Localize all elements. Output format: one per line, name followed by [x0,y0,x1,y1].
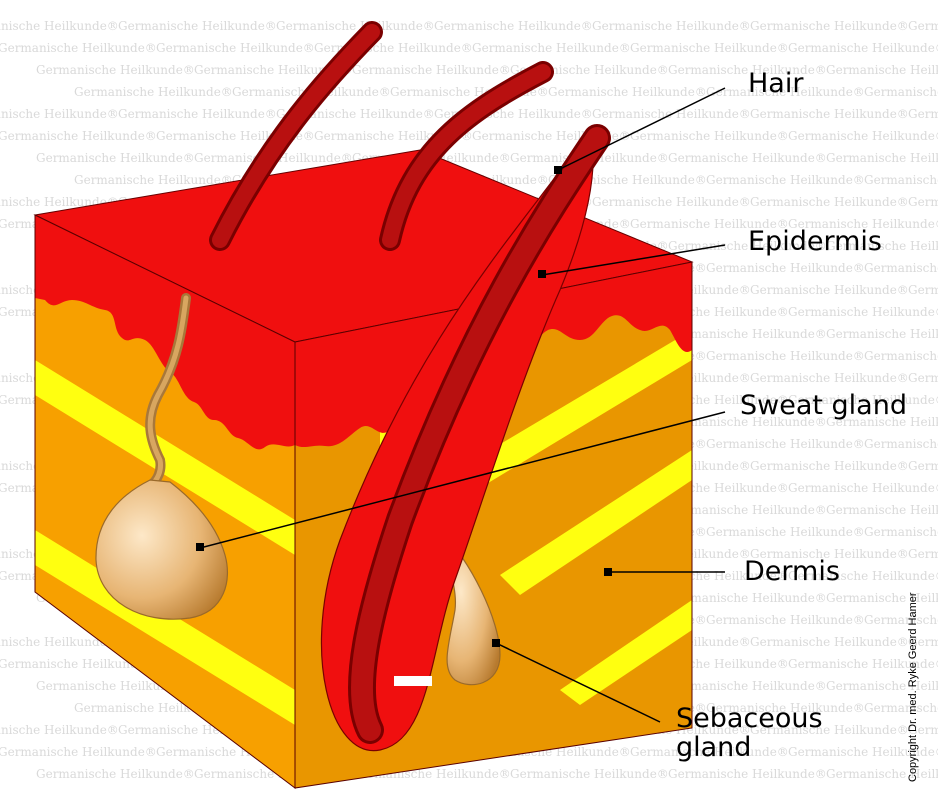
watermark-text: Germanische Heilkunde® [826,679,938,693]
watermark-text: Germanische Heilkunde® [548,85,707,99]
watermark-text: Germanische Heilkunde® [750,635,909,649]
watermark-text: Germanische Heilkunde® [276,19,435,33]
watermark-text: Germanische Heilkunde® [826,503,938,517]
watermark-text: Germanische Heilkunde® [826,767,938,781]
watermark-text: Germanische Heilkunde® [74,85,233,99]
watermark-text: Germanische Heilkunde® [706,613,865,627]
watermark-text: Germanische Heilkunde® [788,41,938,55]
watermark-text: Germanische Heilkunde® [908,195,938,209]
watermark-text: Germanische Heilkunde® [36,151,195,165]
watermark-text: Germanische Heilkunde® [750,371,909,385]
watermark-text: Germanische Heilkunde® [0,129,157,143]
watermark-text: Germanische Heilkunde® [434,19,593,33]
watermark-text: Germanische Heilkunde® [826,151,938,165]
watermark-text: Germanische Heilkunde® [750,283,909,297]
watermark-text: Germanische Heilkunde® [908,547,938,561]
watermark-text: Germanische Heilkunde® [592,19,751,33]
watermark-text: Germanische Heilkunde® [864,173,938,187]
watermark-text: Germanische Heilkunde® [36,63,195,77]
watermark-text: Germanische Heilkunde® [74,173,233,187]
label-sebaceous-line2: gland [676,732,751,763]
watermark-text: Germanische Heilkunde® [668,767,827,781]
watermark-text: Germanische Heilkunde® [0,41,157,55]
watermark-text: Germanische Heilkunde® [864,261,938,275]
watermark-text: Germanische Heilkunde® [908,283,938,297]
watermark-text: Germanische Heilkunde® [706,525,865,539]
watermark-text: Germanische Heilkunde® [826,63,938,77]
watermark-text: Germanische Heilkunde® [788,481,938,495]
watermark-text: Germanische Heilkunde® [118,19,277,33]
label-hair: Hair [748,68,804,99]
watermark-text: Germanische Heilkunde® [864,437,938,451]
watermark-text: Germanische Heilkunde® [908,459,938,473]
watermark-text: Germanische Heilkunde® [36,767,195,781]
label-dermis: Dermis [744,556,840,587]
watermark-text: Germanische Heilkunde® [864,525,938,539]
watermark-text: Germanische Heilkunde® [118,107,277,121]
watermark-text: Germanische Heilkunde® [472,41,631,55]
copyright-text: Copyright Dr. med. Ryke Geerd Hamer [907,592,919,782]
watermark-text: Germanische Heilkunde® [510,767,669,781]
follicle-highlight [394,676,432,686]
watermark-text: Germanische Heilkunde® [156,41,315,55]
watermark-text: Germanische Heilkunde® [788,129,938,143]
watermark-text: Germanische Heilkunde® [750,459,909,473]
watermark-text: Germanische Heilkunde® [826,591,938,605]
watermark-text: Germanische Heilkunde® [750,107,909,121]
watermark-text: Germanische Heilkunde® [864,701,938,715]
watermark-text: Germanische Heilkunde® [864,85,938,99]
label-sebaceous-line1: Sebaceous [676,703,823,734]
watermark-text: Germanische Heilkunde® [630,129,789,143]
watermark-text: Germanische Heilkunde® [788,305,938,319]
watermark-text: Germanische Heilkunde® [0,723,119,737]
watermark-text: Germanische Heilkunde® [706,437,865,451]
watermark-text: Germanische Heilkunde® [592,195,751,209]
watermark-text: Germanische Heilkunde® [826,327,938,341]
watermark-text: Germanische Heilkunde® [908,371,938,385]
watermark-text: Germanische Heilkunde® [668,151,827,165]
label-epidermis: Epidermis [748,226,882,257]
watermark-text: Germanische Heilkunde® [864,613,938,627]
watermark-text: Germanische Heilkunde® [750,195,909,209]
watermark-text: Germanische Heilkunde® [706,173,865,187]
watermark-text: Germanische Heilkunde® [630,41,789,55]
watermark-text: Germanische Heilkunde® [352,63,511,77]
watermark-text: Germanische Heilkunde® [908,107,938,121]
watermark-text: Germanische Heilkunde® [908,19,938,33]
watermark-text: Germanische Heilkunde® [750,19,909,33]
watermark-text: Germanische Heilkunde® [0,745,157,759]
watermark-text: Germanische Heilkunde® [706,261,865,275]
watermark-text: Germanische Heilkunde® [706,349,865,363]
watermark-text: Germanische Heilkunde® [0,19,119,33]
label-sweat-gland: Sweat gland [740,390,907,421]
watermark-text: Germanische Heilkunde® [864,349,938,363]
watermark-text: Germanische Heilkunde® [0,107,119,121]
